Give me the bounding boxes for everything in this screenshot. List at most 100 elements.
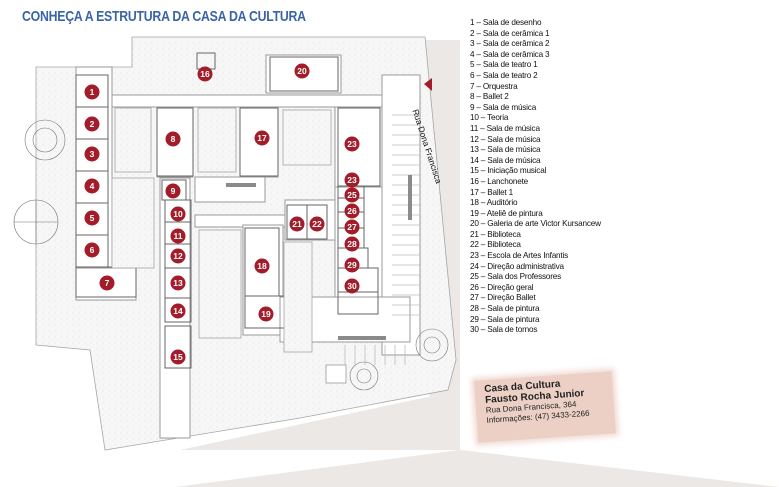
legend-item: 28 – Sala de pintura [470,304,540,314]
legend-item: 8 – Ballet 2 [470,92,509,102]
room-badge [294,63,310,79]
legend-label: Iniciação musical [487,166,547,176]
legend-label: Direção Ballet [487,293,536,303]
room-badge-number: 21 [292,219,302,229]
legend-number: 16 [470,176,479,186]
legend-number: 18 [470,198,479,208]
room-badge [84,84,100,100]
legend-label: Sala de música [487,134,541,144]
legend-number: 13 [470,145,479,155]
room-badge-number: 7 [105,278,110,288]
room-badge-number: 27 [347,222,357,232]
legend-number: 15 [470,166,479,176]
room-badge-number: 12 [173,251,183,261]
legend-label: Sala de música [487,145,541,155]
legend-number: 19 [470,208,479,218]
room-badge-number: 22 [312,219,322,229]
legend-number: 25 [470,272,479,282]
legend-number: 6 [470,70,475,80]
legend-item: 4 – Sala de cerâmica 3 [470,49,550,59]
legend-label: Sala de cerâmica 1 [482,28,550,38]
room-badge-number: 4 [90,181,95,191]
legend-label: Sala de teatro 2 [482,70,538,80]
legend-label: Lanchonete [487,176,529,186]
legend-number: 30 [470,325,479,335]
legend-item: 24 – Direção administrativa [470,261,564,271]
legend-item: 25 – Sala dos Professores [470,272,562,282]
legend-number: 21 [470,229,479,239]
room-badge [170,228,186,244]
legend-number: 1 [470,18,475,27]
room-badge-number: 26 [347,206,357,216]
legend-label: Direção administrativa [487,261,564,271]
room-badge-number: 2 [90,119,95,129]
legend-label: Biblioteca [487,240,521,250]
room-badge [344,136,360,152]
legend-label: Sala de cerâmica 3 [482,49,550,59]
room-badge [99,275,115,291]
info-card: Casa da Cultura Fausto Rocha Junior Rua … [484,377,590,426]
legend-number: 11 [470,123,479,133]
legend-number: 4 [470,49,475,59]
legend-item: 12 – Sala de música [470,134,541,144]
room-badge-number: 23 [347,139,357,149]
legend-label: Sala de música [486,123,540,133]
room-badge [197,66,213,82]
room-badge [344,257,360,273]
room-badge [170,303,186,319]
legend-item: 21 – Biblioteca [470,229,521,239]
room-badge-number: 8 [171,134,176,144]
legend-label: Sala de música [487,155,541,165]
room-badge [84,242,100,258]
legend-item: 26 – Direção geral [470,282,534,292]
legend-number: 12 [470,134,479,144]
legend-item: 22 – Biblioteca [470,240,521,250]
room-badge [258,306,274,322]
parking-spaces [344,114,420,365]
room-badge [170,206,186,222]
room-badge [170,275,186,291]
legend-label: Sala de tornos [487,325,538,335]
room-badge-number: 9 [171,186,176,196]
legend-label: Teoria [487,113,509,123]
room-badge [84,178,100,194]
room-badge [170,349,186,365]
room-badge-number: 11 [174,231,183,241]
legend-number: 8 [470,92,475,102]
room-badge-number: 3 [90,149,95,159]
room-badge [170,248,186,264]
sidewalk-bottom [180,390,460,450]
room-badge [165,183,181,199]
legend-label: Auditório [486,198,518,208]
legend-number: 23 [470,251,479,261]
legend-number: 26 [470,282,479,292]
entrance-arrow-icon [424,78,432,91]
room-badge-number: 25 [347,190,357,200]
legend-number: 29 [470,314,479,324]
legend-item: 6 – Sala de teatro 2 [470,70,538,80]
legend-label: Ballet 2 [482,92,509,102]
room-badge-number: 29 [347,260,357,270]
legend-item: 10 – Teoria [470,113,509,123]
room-badge-number: 17 [257,133,267,143]
room-badge [344,187,360,203]
parking-bar [408,175,412,220]
legend-label: Sala de desenho [482,18,542,27]
legend-item: 14 – Sala de música [470,155,541,165]
legend-item: 29 – Sala de pintura [470,314,540,324]
legend-label: Sala de música [482,102,537,112]
room-badge [84,116,100,132]
room-badge [254,258,270,274]
room-badge-number: 23 [347,175,357,185]
legend-number: 22 [470,240,479,250]
legend-number: 3 [470,39,475,49]
legend-label: Sala de cerâmica 2 [482,39,550,49]
legend-number: 7 [470,81,475,91]
legend-label: Ballet 1 [487,187,513,197]
room-badge-number: 15 [173,352,183,362]
legend-label: Sala de teatro 1 [482,60,538,70]
legend-number: 24 [470,261,479,271]
legend-label: Orquestra [482,81,518,91]
